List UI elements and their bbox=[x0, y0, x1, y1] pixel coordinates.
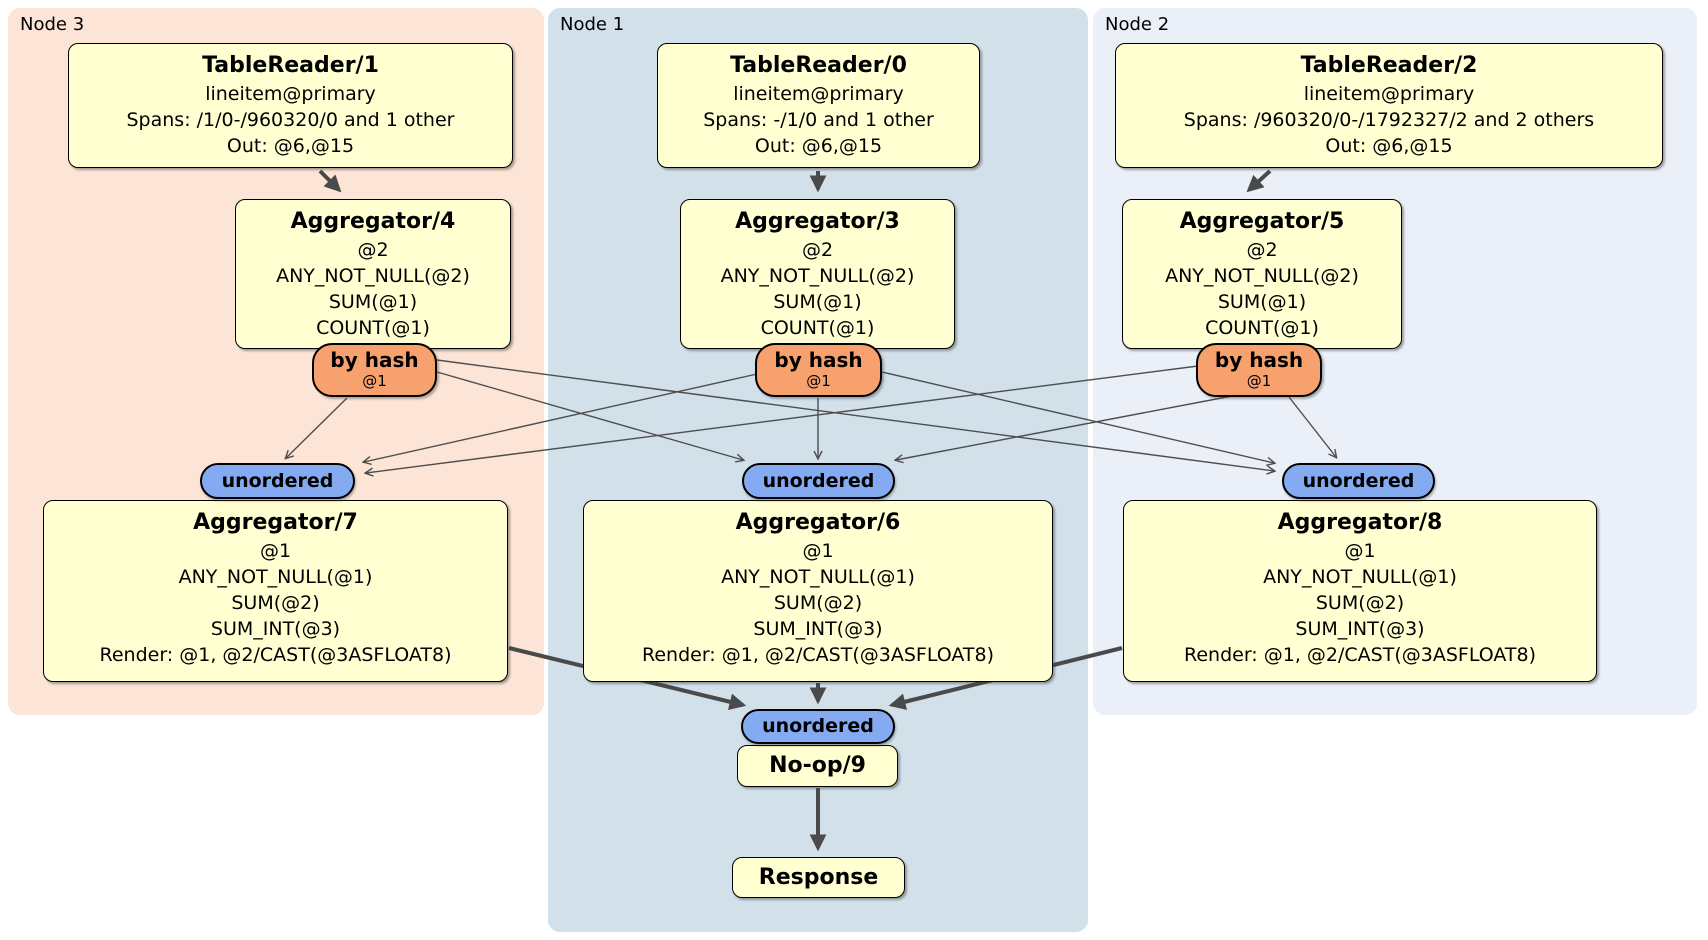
processor-title: Aggregator/4 bbox=[290, 209, 456, 234]
node3-label: Node 3 bbox=[20, 14, 85, 35]
processor-detail: @2 bbox=[357, 239, 389, 261]
processor-detail: lineitem@primary bbox=[1303, 83, 1475, 105]
processor-detail: SUM(@2) bbox=[231, 592, 320, 614]
hash-router-node2: by hash @1 bbox=[1196, 343, 1322, 397]
processor-detail: ANY_NOT_NULL(@1) bbox=[1263, 566, 1457, 588]
processor-detail: SUM(@2) bbox=[773, 592, 863, 614]
sync-unordered-node2: unordered bbox=[1282, 463, 1435, 499]
processor-detail: @1 bbox=[802, 540, 834, 562]
processor-title: Aggregator/7 bbox=[193, 510, 358, 535]
processor-detail: SUM_INT(@3) bbox=[1295, 618, 1425, 640]
sync-unordered-node1: unordered bbox=[742, 463, 895, 499]
processor-detail: COUNT(@1) bbox=[1205, 317, 1319, 339]
router-label: by hash bbox=[330, 348, 419, 372]
processor-detail: COUNT(@1) bbox=[760, 317, 875, 339]
router-label: by hash bbox=[774, 348, 863, 372]
processor-detail: ANY_NOT_NULL(@1) bbox=[721, 566, 915, 588]
processor-title: Aggregator/8 bbox=[1277, 510, 1443, 535]
processor-detail: lineitem@primary bbox=[733, 83, 904, 105]
node2-label: Node 2 bbox=[1105, 14, 1170, 35]
aggregator-7-box: Aggregator/7 @1 ANY_NOT_NULL(@1) SUM(@2)… bbox=[43, 500, 508, 682]
processor-title: TableReader/1 bbox=[202, 53, 379, 78]
processor-title: Aggregator/6 bbox=[735, 510, 901, 535]
processor-detail: @1 bbox=[259, 540, 292, 562]
processor-detail: Out: @6,@15 bbox=[1325, 135, 1453, 157]
router-columns: @1 bbox=[1246, 372, 1272, 390]
node1-label: Node 1 bbox=[560, 14, 625, 35]
processor-detail: lineitem@primary bbox=[205, 83, 376, 105]
processor-detail: SUM(@1) bbox=[1217, 291, 1307, 313]
processor-detail: SUM_INT(@3) bbox=[210, 618, 341, 640]
processor-detail: ANY_NOT_NULL(@2) bbox=[720, 265, 915, 287]
processor-detail: SUM(@2) bbox=[1315, 592, 1405, 614]
processor-detail: ANY_NOT_NULL(@2) bbox=[1165, 265, 1359, 287]
processor-title: TableReader/2 bbox=[1300, 53, 1478, 78]
processor-detail: Render: @1, @2/CAST(@3ASFLOAT8) bbox=[99, 644, 452, 666]
processor-detail: SUM_INT(@3) bbox=[753, 618, 883, 640]
processor-title: No-op/9 bbox=[769, 753, 866, 778]
processor-title: Aggregator/5 bbox=[1179, 209, 1345, 234]
processor-detail: Out: @6,@15 bbox=[226, 135, 355, 157]
processor-title: TableReader/0 bbox=[730, 53, 907, 78]
processor-detail: Spans: /1/0-/960320/0 and 1 other bbox=[126, 109, 455, 131]
processor-detail: Render: @1, @2/CAST(@3ASFLOAT8) bbox=[1184, 644, 1536, 666]
processor-detail: @2 bbox=[801, 239, 834, 261]
response-box: Response bbox=[732, 857, 905, 898]
processor-detail: Out: @6,@15 bbox=[754, 135, 883, 157]
aggregator-3-box: Aggregator/3 @2 ANY_NOT_NULL(@2) SUM(@1)… bbox=[680, 199, 955, 349]
sync-unordered-final: unordered bbox=[741, 709, 895, 744]
noop-9-box: No-op/9 bbox=[737, 745, 898, 787]
router-columns: @1 bbox=[806, 372, 831, 390]
tablereader-0-box: TableReader/0 lineitem@primary Spans: -/… bbox=[657, 43, 980, 168]
processor-detail: Spans: /960320/0-/1792327/2 and 2 others bbox=[1183, 109, 1595, 131]
processor-detail: Spans: -/1/0 and 1 other bbox=[703, 109, 934, 131]
processor-detail: SUM(@1) bbox=[773, 291, 862, 313]
hash-router-node1: by hash @1 bbox=[755, 343, 882, 397]
processor-title: Response bbox=[758, 865, 879, 890]
tablereader-1-box: TableReader/1 lineitem@primary Spans: /1… bbox=[68, 43, 513, 168]
processor-detail: ANY_NOT_NULL(@1) bbox=[178, 566, 373, 588]
aggregator-5-box: Aggregator/5 @2 ANY_NOT_NULL(@2) SUM(@1)… bbox=[1122, 199, 1402, 349]
processor-detail: Render: @1, @2/CAST(@3ASFLOAT8) bbox=[642, 644, 994, 666]
sync-unordered-node3: unordered bbox=[200, 463, 355, 499]
aggregator-6-box: Aggregator/6 @1 ANY_NOT_NULL(@1) SUM(@2)… bbox=[583, 500, 1053, 682]
processor-detail: @1 bbox=[1344, 540, 1376, 562]
processor-title: Aggregator/3 bbox=[735, 209, 900, 234]
aggregator-8-box: Aggregator/8 @1 ANY_NOT_NULL(@1) SUM(@2)… bbox=[1123, 500, 1597, 682]
processor-detail: @2 bbox=[1246, 239, 1278, 261]
processor-detail: SUM(@1) bbox=[328, 291, 418, 313]
router-label: by hash bbox=[1214, 348, 1304, 372]
router-columns: @1 bbox=[362, 372, 387, 390]
processor-detail: ANY_NOT_NULL(@2) bbox=[276, 265, 470, 287]
processor-detail: COUNT(@1) bbox=[316, 317, 430, 339]
tablereader-2-box: TableReader/2 lineitem@primary Spans: /9… bbox=[1115, 43, 1663, 168]
aggregator-4-box: Aggregator/4 @2 ANY_NOT_NULL(@2) SUM(@1)… bbox=[235, 199, 511, 349]
hash-router-node3: by hash @1 bbox=[312, 343, 437, 397]
